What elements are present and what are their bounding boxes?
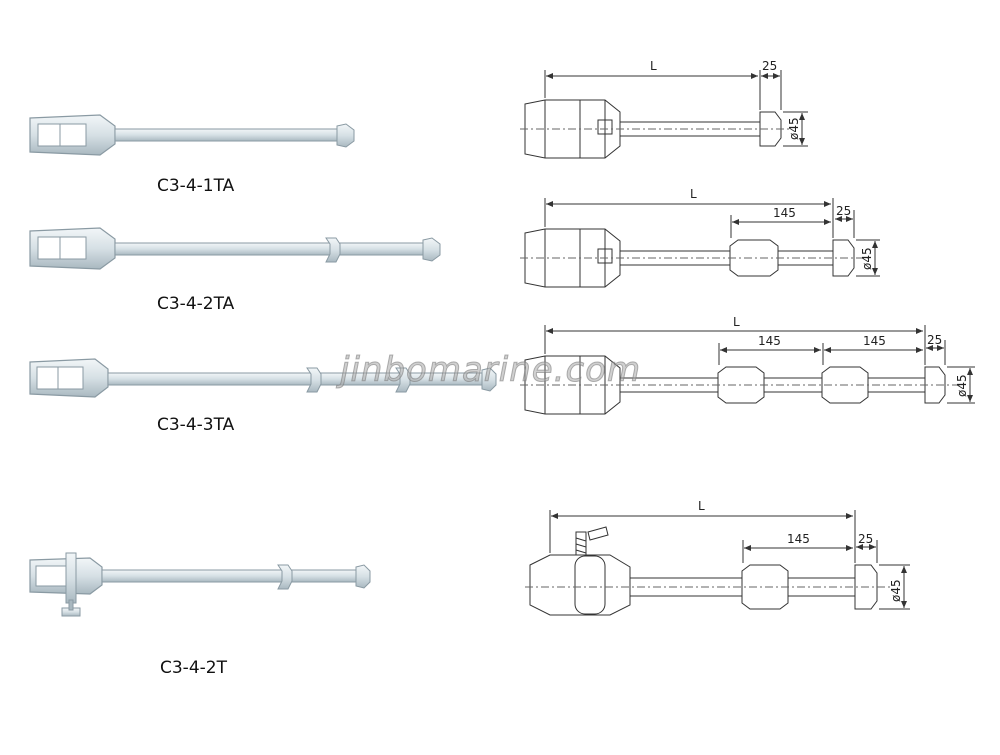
model-label-c3-4-2ta: C3-4-2TA (157, 294, 235, 314)
dim-segment-length: 145 (758, 334, 781, 348)
rod-collar (395, 367, 411, 393)
drawing-c3-4-2t (525, 510, 910, 616)
spring-pin (575, 531, 587, 555)
rod-collar (325, 237, 341, 263)
render-c3-4-2t (29, 552, 371, 617)
dim-length-label: L (733, 315, 740, 329)
fitting-outline (529, 554, 631, 616)
watermark: jinbomarine.com (339, 350, 642, 391)
rod-collar (729, 239, 779, 277)
dim-end-length: 25 (762, 59, 777, 73)
end-cap (854, 564, 878, 610)
rod-collar (741, 564, 789, 610)
render-c3-4-3ta (29, 358, 497, 398)
dim-end-length: 25 (858, 532, 873, 546)
dim-segment-length: 145 (773, 206, 796, 220)
fitting-outline (524, 99, 621, 159)
dim-length-label: L (698, 499, 705, 513)
dim-end-length: 25 (927, 333, 942, 347)
dim-length-label: L (650, 59, 657, 73)
model-label-c3-4-3ta: C3-4-3TA (157, 415, 235, 435)
rod-end-ball (355, 564, 371, 589)
fitting-outline (524, 228, 621, 288)
model-label-c3-4-2t: C3-4-2T (160, 658, 227, 678)
end-cap (759, 111, 782, 147)
rod-collar (306, 367, 322, 393)
end-cap (924, 366, 946, 404)
dim-diameter: ø45 (955, 374, 969, 397)
render-c3-4-2ta (29, 227, 441, 270)
dim-diameter: ø45 (787, 117, 801, 140)
clevis-pin (65, 552, 77, 604)
dim-segment-length: 145 (863, 334, 886, 348)
dim-diameter: ø45 (860, 247, 874, 270)
drawing-c3-4-2ta (520, 198, 880, 288)
dim-length-label: L (690, 187, 697, 201)
dim-segment-length: 145 (787, 532, 810, 546)
render-c3-4-1ta (29, 114, 355, 156)
rod-end-ball (336, 123, 355, 148)
model-label-c3-4-1ta: C3-4-1TA (157, 176, 235, 196)
rod-end-ball (481, 367, 497, 392)
dim-diameter: ø45 (889, 579, 903, 602)
rod-collar (277, 564, 293, 590)
drawing-c3-4-1ta (520, 70, 808, 159)
fitting-outline (524, 355, 621, 415)
rod-collar (821, 366, 869, 404)
rod (114, 242, 424, 256)
rod (114, 128, 338, 142)
end-cap (832, 239, 855, 277)
rod (101, 569, 357, 583)
dim-end-length: 25 (836, 204, 851, 218)
rod-end-ball (422, 237, 441, 262)
rod-collar (717, 366, 765, 404)
drawing-c3-4-3ta (520, 325, 975, 415)
